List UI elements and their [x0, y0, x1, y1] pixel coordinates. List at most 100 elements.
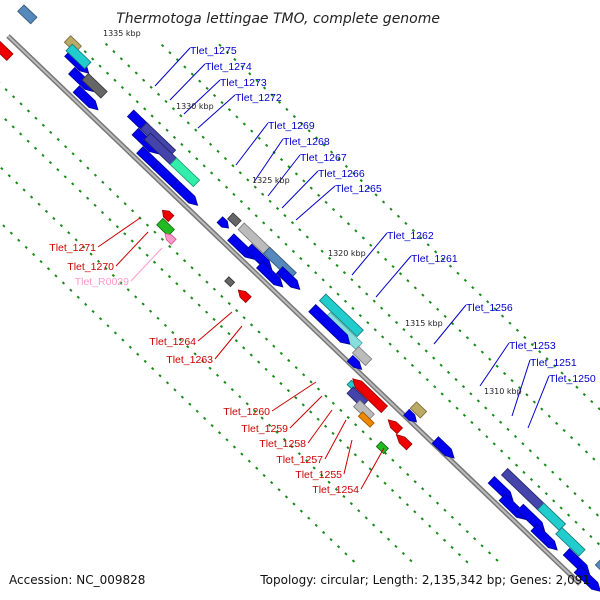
gene-feature[interactable]	[409, 401, 428, 419]
gene-label[interactable]: Tlet_1258	[259, 438, 306, 450]
gene-label[interactable]: Tlet_1265	[335, 183, 382, 195]
gene-feature[interactable]	[357, 411, 375, 428]
scale-tick	[396, 214, 401, 218]
gene-feature[interactable]	[275, 266, 301, 290]
scale-tick	[299, 509, 303, 513]
scale-tick	[108, 217, 112, 222]
scale-tick	[510, 378, 514, 383]
gene-feature[interactable]	[17, 4, 38, 25]
scale-tick	[165, 128, 169, 132]
gene-feature[interactable]	[216, 216, 229, 229]
gene-feature[interactable]	[318, 293, 364, 338]
gene-label[interactable]: Tlet_R0029	[75, 276, 129, 288]
scale-tick	[46, 267, 51, 271]
leader-line	[115, 231, 149, 267]
scale-tick	[69, 288, 73, 292]
scale-tick	[91, 57, 95, 61]
scale-tick	[275, 430, 279, 434]
scale-tick	[261, 192, 265, 196]
leader-line	[479, 342, 510, 387]
gene-label[interactable]: Tlet_1250	[549, 373, 596, 385]
gene-label[interactable]: Tlet_1272	[235, 92, 282, 104]
gene-label[interactable]: Tlet_1251	[530, 357, 577, 369]
scale-tick	[172, 135, 177, 140]
gene-label[interactable]: Tlet_1260	[223, 406, 270, 418]
gene-label[interactable]: Tlet_1259	[241, 423, 288, 435]
kbp-label: 1325 kbp	[252, 176, 290, 185]
gene-label[interactable]: Tlet_1264	[149, 336, 196, 348]
scale-tick	[164, 99, 168, 104]
gene-feature[interactable]	[431, 436, 455, 459]
gene-feature[interactable]	[555, 526, 586, 557]
gene-label[interactable]: Tlet_1262	[387, 230, 434, 242]
scale-tick	[160, 237, 164, 241]
scale-tick	[487, 551, 492, 555]
gene-feature[interactable]	[256, 260, 284, 288]
gene-label[interactable]: Tlet_1275	[190, 45, 237, 57]
scale-tick	[410, 363, 415, 368]
scale-tick	[334, 487, 339, 492]
scale-tick	[167, 274, 172, 279]
scale-tick	[545, 357, 549, 361]
scale-tick	[417, 342, 421, 346]
gene-label[interactable]: Tlet_1268	[283, 136, 330, 148]
scale-tick	[246, 178, 250, 182]
gene-label[interactable]: Tlet_1269	[268, 120, 315, 132]
scale-tick	[247, 459, 251, 463]
gene-label[interactable]: Tlet_1263	[166, 354, 213, 366]
gene-feature[interactable]	[594, 559, 600, 581]
gene-feature[interactable]	[375, 440, 389, 455]
gene-feature[interactable]	[395, 433, 413, 451]
scale-tick	[179, 114, 183, 118]
gene-label[interactable]: Tlet_1273	[220, 77, 267, 89]
scale-tick	[421, 487, 425, 491]
scale-tick	[19, 102, 23, 106]
gene-label[interactable]: Tlet_1254	[312, 484, 359, 496]
gene-feature[interactable]	[573, 565, 600, 592]
gene-feature[interactable]	[352, 378, 389, 414]
gene-feature[interactable]	[161, 209, 175, 223]
gene-feature[interactable]	[72, 85, 99, 111]
gene-feature[interactable]	[0, 35, 14, 61]
scale-tick	[368, 437, 373, 441]
scale-tick	[306, 264, 310, 268]
leader-line	[267, 154, 301, 197]
gene-label[interactable]: Tlet_1270	[67, 261, 114, 273]
scale-tick	[391, 458, 395, 462]
gene-label[interactable]: Tlet_1253	[509, 340, 556, 352]
scale-tick	[401, 551, 406, 556]
gene-feature[interactable]	[81, 73, 108, 99]
gene-feature[interactable]	[351, 345, 373, 367]
gene-label[interactable]: Tlet_1271	[49, 242, 96, 254]
gene-feature[interactable]	[403, 408, 418, 423]
scale-tick	[120, 85, 125, 90]
gene-label[interactable]: Tlet_1256	[466, 302, 513, 314]
scale-tick	[319, 473, 324, 477]
gene-feature[interactable]	[224, 276, 236, 288]
scale-tick	[592, 457, 596, 461]
gene-label[interactable]: Tlet_1261	[411, 253, 458, 265]
gene-feature[interactable]	[65, 43, 92, 70]
gene-label[interactable]: Tlet_1255	[295, 469, 342, 481]
label-leader-lines	[97, 47, 550, 490]
gene-feature[interactable]	[237, 289, 252, 304]
scale-tick	[245, 402, 249, 406]
gene-label[interactable]: Tlet_1257	[276, 454, 323, 466]
scale-tick	[388, 342, 392, 346]
scale-tick	[294, 172, 299, 176]
gene-feature[interactable]	[346, 354, 363, 370]
gene-label[interactable]: Tlet_1267	[300, 152, 347, 164]
gene-feature[interactable]	[164, 232, 177, 245]
gene-feature[interactable]	[227, 212, 242, 227]
scale-tick	[582, 392, 586, 397]
gene-feature[interactable]	[170, 179, 199, 206]
gene-feature[interactable]	[387, 419, 404, 435]
gene-label[interactable]: Tlet_1266	[318, 168, 365, 180]
kbp-label: 1310 kbp	[484, 387, 522, 396]
scale-tick	[44, 209, 49, 214]
gene-feature[interactable]	[530, 523, 558, 551]
gene-feature[interactable]	[308, 304, 351, 345]
scale-tick	[398, 465, 402, 470]
gene-label[interactable]: Tlet_1274	[205, 61, 252, 73]
gene-feature[interactable]	[169, 157, 201, 188]
